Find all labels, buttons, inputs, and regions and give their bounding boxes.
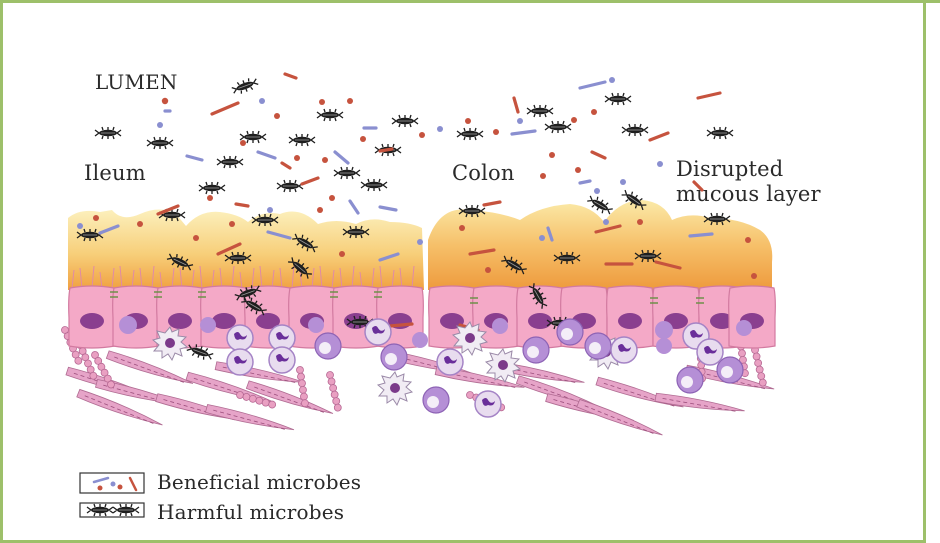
legend-harmful-label: Harmful microbes xyxy=(157,500,344,524)
lumen-label: LUMEN xyxy=(95,70,178,94)
disrupted-label-line2: mucous layer xyxy=(676,182,821,206)
legend-harmful-swatch xyxy=(80,503,144,517)
ileum-label: Ileum xyxy=(84,161,146,185)
mucus-layer-colon xyxy=(428,200,772,290)
colon-label: Colon xyxy=(452,161,515,185)
legend-beneficial-label: Beneficial microbes xyxy=(157,470,361,494)
disrupted-label-line1: Disrupted xyxy=(676,157,783,181)
lamina-propria-fibers xyxy=(66,349,775,441)
legend-beneficial-swatch xyxy=(80,473,144,493)
